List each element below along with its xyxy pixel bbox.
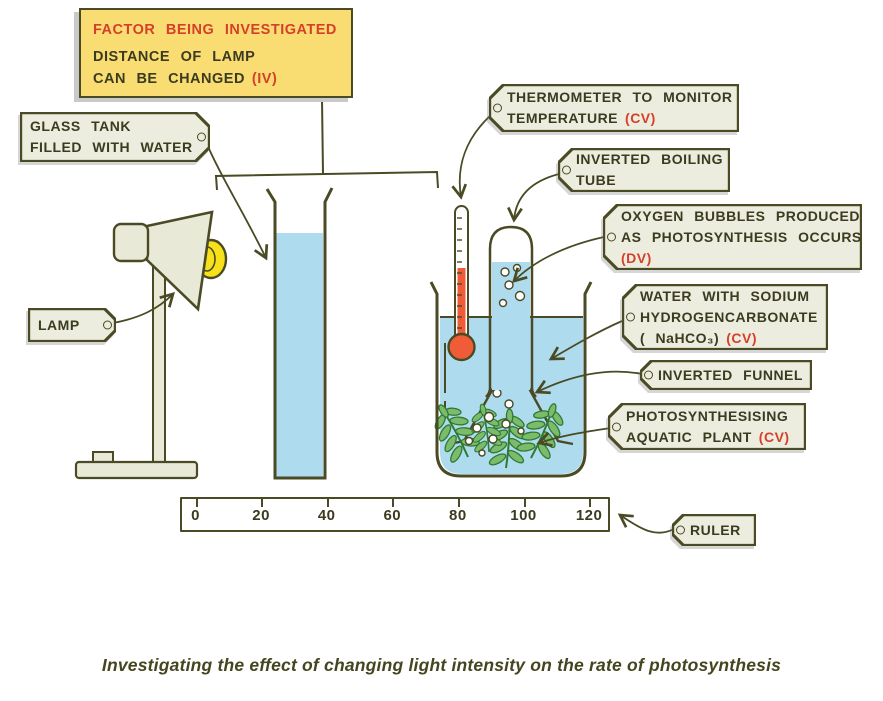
oxygen-bubbles-arrow	[512, 236, 605, 283]
tag-hole-icon	[612, 422, 621, 431]
lamp-shade-neck	[112, 222, 150, 263]
ruler-number: 40	[317, 507, 336, 524]
ruler-tick	[457, 499, 460, 507]
water-sodium-label: WATER WITH SODIUM HYDROGENCARBONATE ( Na…	[622, 284, 828, 350]
tag-hole-icon	[644, 370, 653, 380]
oxygen-bubbles-label: OXYGEN BUBBLES PRODUCED AS PHOTOSYNTHESI…	[603, 204, 862, 270]
caption: Investigating the effect of changing lig…	[101, 655, 782, 675]
tube-outline	[485, 225, 537, 398]
beaker-outline	[429, 281, 593, 478]
distance-bracket	[214, 170, 439, 191]
factor-box: FACTOR BEING INVESTIGATED DISTANCE OF LA…	[79, 8, 353, 98]
ruler-number: 0	[191, 507, 200, 524]
thermometer-arrow	[451, 114, 492, 200]
factor-pointer-line	[321, 98, 324, 175]
ruler-number: 20	[252, 507, 270, 524]
ruler: 0 20 40 60 80 100 120	[180, 497, 610, 532]
ruler-tick	[195, 499, 198, 507]
lamp-arrow	[112, 292, 175, 324]
tag-hole-icon	[607, 232, 616, 242]
ruler-tick	[326, 499, 329, 507]
inverted-funnel-arrow	[534, 370, 643, 395]
ruler-number: 60	[383, 507, 402, 524]
lamp-label: LAMP	[28, 308, 116, 342]
tag-hole-icon	[676, 525, 685, 535]
thermometer-bulb	[447, 332, 476, 362]
connectors	[112, 114, 675, 534]
thermometer-scale	[457, 217, 462, 329]
tag-hole-icon	[626, 312, 635, 322]
lamp	[74, 210, 228, 480]
boiling-tube-label: INVERTED BOILING TUBE	[558, 148, 730, 192]
inverted-boiling-tube	[485, 225, 537, 398]
aquatic-plant-label: PHOTOSYNTHESISING AQUATIC PLANT(CV)	[608, 403, 806, 450]
glass-tank-label: GLASS TANK FILLED WITH WATER	[20, 112, 210, 162]
water-sodium-arrow	[548, 320, 623, 361]
thermometer	[447, 205, 476, 362]
ruler-tick	[589, 499, 592, 507]
factor-title: FACTOR BEING INVESTIGATED	[93, 22, 337, 38]
ruler-number: 120	[575, 507, 603, 524]
ruler-tick	[392, 499, 395, 507]
ruler-tick	[261, 499, 264, 507]
tag-hole-icon	[197, 132, 206, 142]
ruler-number: 80	[449, 507, 467, 524]
thermometer-label: THERMOMETER TO MONITOR TEMPERATURE(CV)	[489, 84, 739, 132]
tag-hole-icon	[103, 320, 112, 330]
tag-hole-icon	[493, 103, 502, 113]
thermometer-column	[457, 268, 466, 348]
tank-outline	[265, 187, 334, 480]
tank-water	[276, 233, 323, 478]
glass-tank	[265, 187, 334, 480]
ruler-number: 100	[510, 507, 537, 524]
ruler-arrow	[617, 513, 675, 534]
tag-hole-icon	[562, 165, 571, 175]
glass-tank-arrow	[205, 141, 269, 261]
lamp-pole	[152, 249, 166, 465]
lamp-base	[74, 460, 199, 480]
inverted-funnel-label: INVERTED FUNNEL	[640, 360, 812, 390]
ruler-label: RULER	[672, 514, 756, 546]
ruler-tick	[523, 499, 526, 507]
boiling-tube-arrow	[507, 173, 560, 223]
aquatic-plant-arrow	[536, 427, 612, 447]
